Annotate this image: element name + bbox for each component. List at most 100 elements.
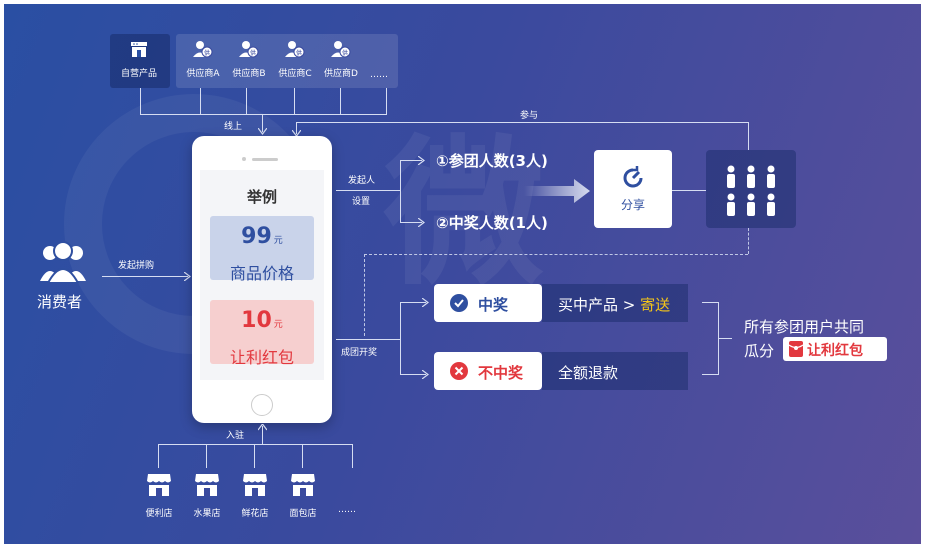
connector-line (748, 122, 749, 150)
initiator-label: 发起人 (348, 176, 376, 186)
step-2: ②中奖人数(1人) (436, 214, 548, 232)
check-icon (450, 294, 468, 312)
svg-text:供: 供 (250, 49, 256, 57)
diagram-canvas: 微 自营产品 供 供应商A 供 供应商B 供 供应商C 供 供应商D …… 线上… (4, 4, 921, 544)
win-desc-box: 买中产品 > 寄送 (542, 284, 688, 322)
connector-line (400, 374, 426, 375)
supplier-icon: 供 (239, 41, 259, 58)
connector-line (386, 88, 387, 114)
supplier-d: 供 供应商D (318, 40, 364, 79)
lose-label: 不中奖 (478, 364, 524, 382)
connector-line (702, 374, 718, 375)
arrow-down-icon (258, 128, 267, 135)
store-flower-label: 鲜花店 (241, 509, 269, 519)
connector-line (246, 88, 247, 114)
share-label: 分享 (620, 198, 645, 212)
win-label: 中奖 (478, 296, 509, 314)
svg-text:供: 供 (342, 49, 348, 57)
supplier-icon: 供 (285, 41, 305, 58)
consumer-label: 消费者 (37, 293, 83, 311)
online-label: 线上 (224, 122, 243, 132)
svg-text:供: 供 (204, 49, 210, 57)
connector-line (262, 426, 263, 444)
group-label: 成团开奖 (341, 348, 378, 358)
store-bakery-label: 面包店 (289, 509, 317, 519)
self-product-label: 自营产品 (120, 69, 157, 79)
connector-line (702, 302, 718, 303)
supplier-icon: 供 (193, 41, 213, 58)
win-desc: 买中产品 > 寄送 (558, 296, 671, 314)
lose-desc-box: 全额退款 (542, 352, 688, 390)
store-more: …… (338, 505, 356, 515)
arrow-right-icon (418, 218, 425, 227)
store-fruit-label: 水果店 (193, 509, 221, 519)
result-line2: 瓜分 (744, 342, 775, 360)
dashed-line (364, 254, 748, 255)
arrow-right-icon (418, 156, 425, 165)
svg-text:供: 供 (296, 49, 302, 57)
shop-icon (195, 474, 219, 496)
connector-line (206, 444, 207, 468)
dashed-line (748, 228, 749, 254)
shop-icon (291, 474, 315, 496)
consumer-action-label: 发起拼购 (118, 261, 155, 271)
connector-line (400, 160, 422, 161)
arrow-up-icon (258, 424, 267, 431)
bonus-label: 让利红包 (229, 348, 294, 367)
lose-pill: 不中奖 (434, 352, 542, 390)
participate-label: 参与 (520, 111, 539, 121)
example-title: 举例 (246, 188, 277, 206)
connector-line (400, 302, 426, 303)
result-badge: 让利红包 (783, 337, 887, 361)
win-pill: 中奖 (434, 284, 542, 322)
red-envelope-icon (789, 341, 803, 357)
supplier-c: 供 供应商C (272, 40, 318, 79)
connector-line (302, 444, 303, 468)
supplier-d-label: 供应商D (324, 69, 358, 79)
connector-line (718, 338, 732, 339)
phone-camera (242, 157, 246, 161)
arrow-right-icon (184, 272, 191, 281)
connector-line (296, 122, 297, 134)
share-icon (623, 166, 643, 188)
supplier-box (176, 34, 398, 88)
users-icon (40, 241, 86, 283)
store-fruit: 水果店 (184, 474, 230, 519)
phone-speaker (252, 158, 278, 161)
connector-line (336, 190, 400, 191)
result-badge-label: 让利红包 (807, 343, 863, 359)
store-convenience: 便利店 (136, 474, 182, 519)
arrow-right-icon (422, 370, 429, 379)
cross-icon (450, 362, 468, 380)
step-1: ①参团人数(3人) (436, 152, 548, 170)
connector-line (400, 302, 401, 374)
store-icon (131, 42, 147, 57)
supplier-c-label: 供应商C (278, 69, 312, 79)
dashed-line (364, 254, 365, 336)
supplier-a: 供 供应商A (180, 40, 226, 79)
result-line1: 所有参团用户共同 (744, 318, 865, 336)
connector-line (262, 114, 263, 132)
big-arrow-icon (524, 179, 590, 203)
participants-box (706, 150, 796, 228)
connector-line (294, 88, 295, 114)
connector-line (400, 222, 422, 223)
supplier-b-label: 供应商B (232, 69, 266, 79)
price-label: 商品价格 (229, 264, 294, 283)
people-icon (727, 165, 775, 216)
connector-line (672, 190, 706, 191)
supplier-a-label: 供应商A (186, 69, 220, 79)
watermark: 微 (384, 120, 545, 307)
connector-line (340, 88, 341, 114)
connector-line (158, 444, 159, 468)
connector-line (400, 160, 401, 222)
connector-line (158, 444, 352, 445)
supplier-b: 供 供应商B (226, 40, 272, 79)
initiator-setting-label: 设置 (352, 197, 371, 207)
settle-label: 入驻 (226, 431, 245, 441)
supplier-more: …… (370, 70, 388, 80)
